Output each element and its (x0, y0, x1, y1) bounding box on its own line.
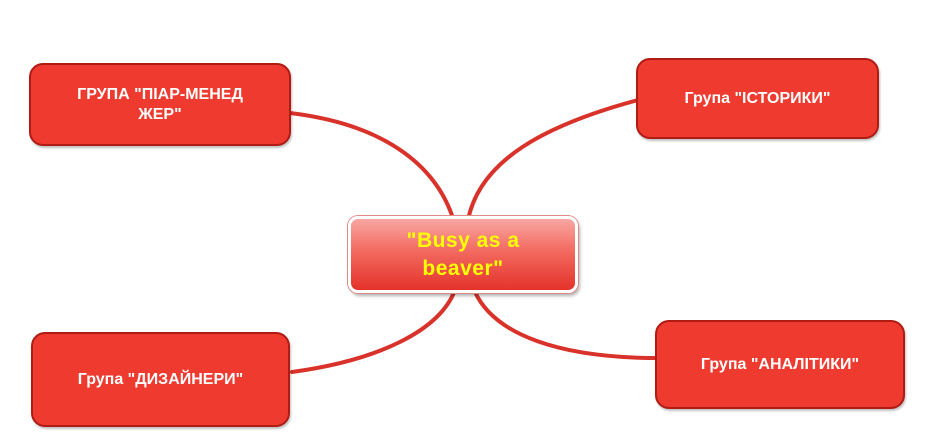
connector-bottom-left (290, 288, 457, 374)
connector-top-left (288, 111, 457, 227)
node-designers[interactable]: Група "ДИЗАЙНЕРИ" (31, 332, 290, 427)
node-analysts[interactable]: Група "АНАЛІТИКИ" (655, 320, 905, 409)
central-topic-label: "Busy as a beaver" (406, 228, 520, 280)
node-pr-managers[interactable]: ГРУПА "ПІАР-МЕНЕД ЖЕР" (29, 63, 291, 146)
node-analysts-label: Група "АНАЛІТИКИ" (700, 355, 860, 373)
node-historians-label: Група "ІСТОРИКИ" (684, 89, 831, 107)
connector-bottom-right (473, 290, 660, 360)
node-pr-managers-label: ГРУПА "ПІАР-МЕНЕД ЖЕР" (77, 85, 243, 123)
node-historians[interactable]: Група "ІСТОРИКИ" (636, 58, 879, 139)
node-designers-label: Група "ДИЗАЙНЕРИ" (77, 370, 244, 388)
connector-top-right (466, 98, 640, 222)
central-topic[interactable]: "Busy as a beaver" (348, 216, 578, 293)
